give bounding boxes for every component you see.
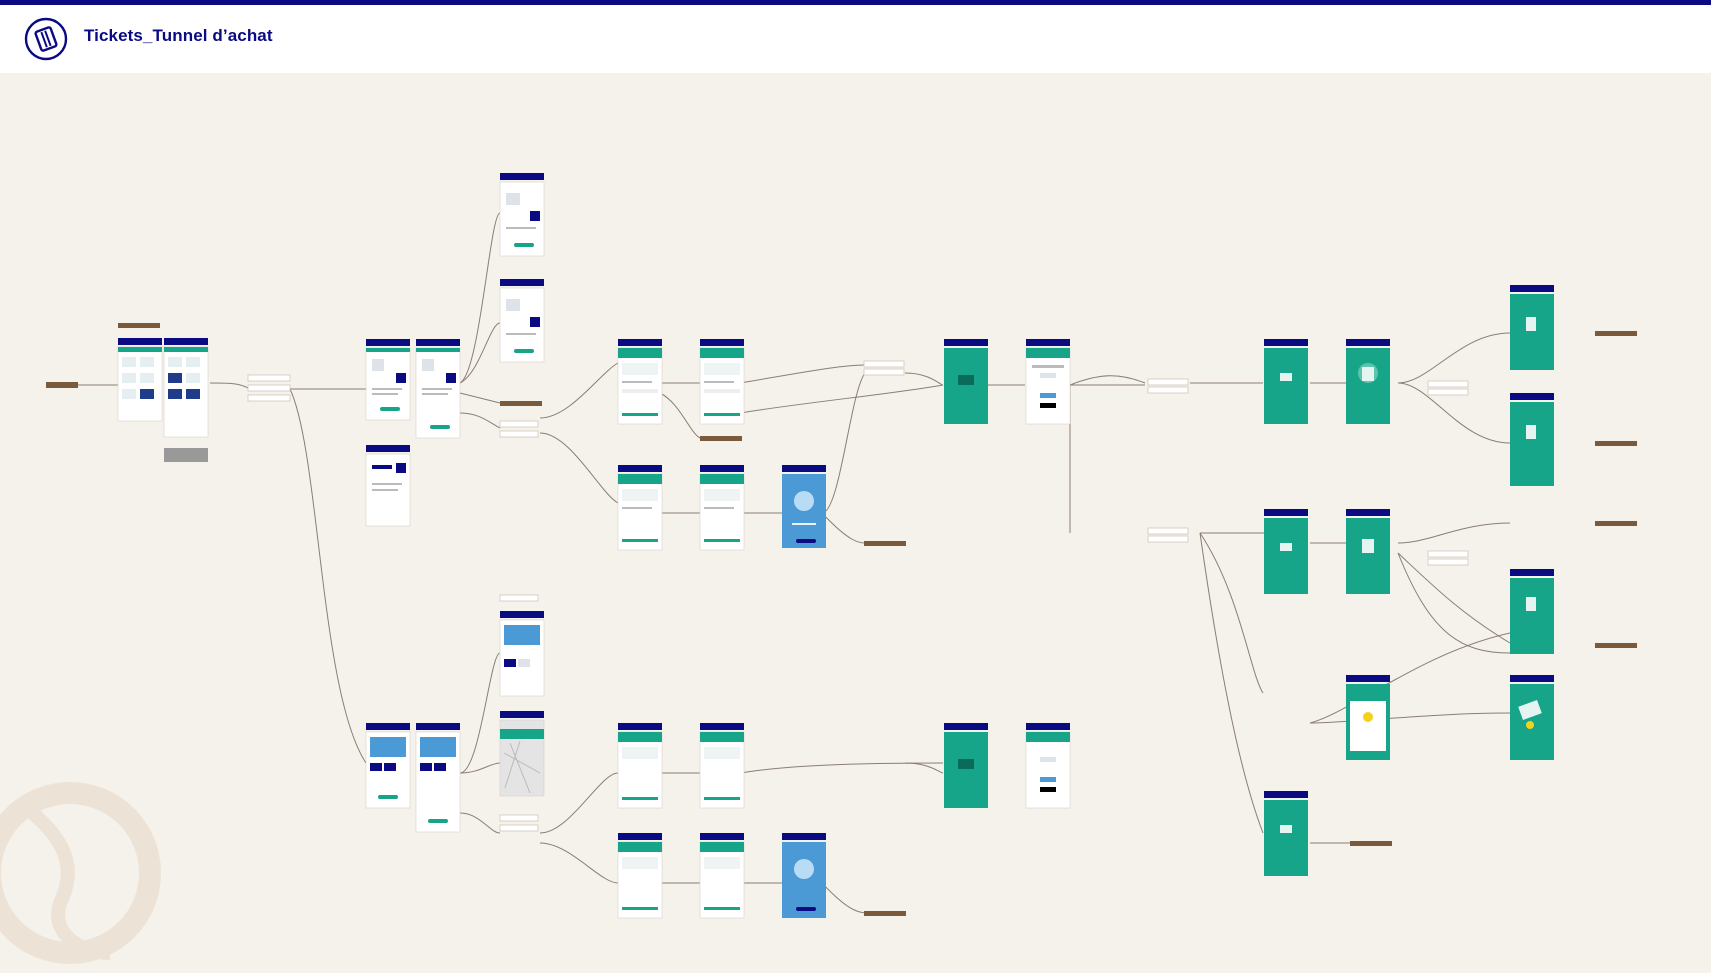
decision-nodes — [247, 360, 1469, 832]
screen-summary-4 — [699, 465, 745, 551]
document-header: Tickets_Tunnel d’achat — [0, 5, 1711, 73]
connector-lines — [78, 212, 1511, 914]
screen-confirm-5 — [1264, 791, 1308, 876]
ticket-logo-icon — [24, 17, 68, 61]
screen-confirm-3 — [1510, 285, 1554, 370]
screen-product-pass-1 — [365, 723, 411, 809]
screens-row-2 — [365, 611, 1071, 919]
screen-payment-1 — [1025, 339, 1071, 425]
screen-confirm-2 — [1346, 339, 1390, 424]
screen-ticket-list-2 — [163, 338, 209, 438]
screen-confirm-4 — [1510, 393, 1554, 486]
screen-loading-1 — [944, 339, 988, 424]
top-accent-bar — [0, 0, 1711, 5]
screen-info-blue-1 — [782, 465, 826, 548]
screen-map-1 — [499, 711, 545, 797]
screen-product-detail-1 — [365, 339, 411, 421]
screen-product-pass-2 — [415, 723, 461, 833]
screen-scan-1 — [1264, 509, 1308, 594]
screen-product-detail-top — [499, 173, 545, 257]
screen-scan-4 — [1510, 675, 1554, 760]
flow-canvas[interactable] — [0, 73, 1711, 973]
screen-summary-8 — [699, 833, 745, 919]
screen-product-detail-2 — [415, 339, 461, 439]
screen-summary-7 — [617, 833, 663, 919]
screens-row-1 — [117, 173, 1554, 876]
screen-ticket-list-1 — [117, 338, 163, 422]
screen-summary-3 — [617, 465, 663, 551]
screen-scan-3 — [1510, 569, 1554, 654]
screen-confirm-1 — [1264, 339, 1308, 424]
screen-summary-1 — [617, 339, 663, 425]
screen-dialog-1 — [1346, 675, 1390, 760]
flow-diagram — [0, 173, 1637, 964]
screen-product-detail-3 — [365, 445, 411, 527]
screen-info-blue-2 — [782, 833, 826, 918]
screen-scan-2 — [1346, 509, 1390, 594]
screen-summary-6 — [699, 723, 745, 809]
document-title: Tickets_Tunnel d’achat — [84, 26, 273, 45]
entry-tags — [46, 323, 1637, 916]
screen-payment-2 — [1025, 723, 1071, 809]
screen-summary-2 — [699, 339, 745, 425]
screen-summary-5 — [617, 723, 663, 809]
screen-product-pass-3 — [499, 611, 545, 697]
screen-product-detail-mid — [499, 279, 545, 363]
profile-watermark-icon — [0, 782, 161, 964]
screen-loading-2 — [944, 723, 988, 808]
